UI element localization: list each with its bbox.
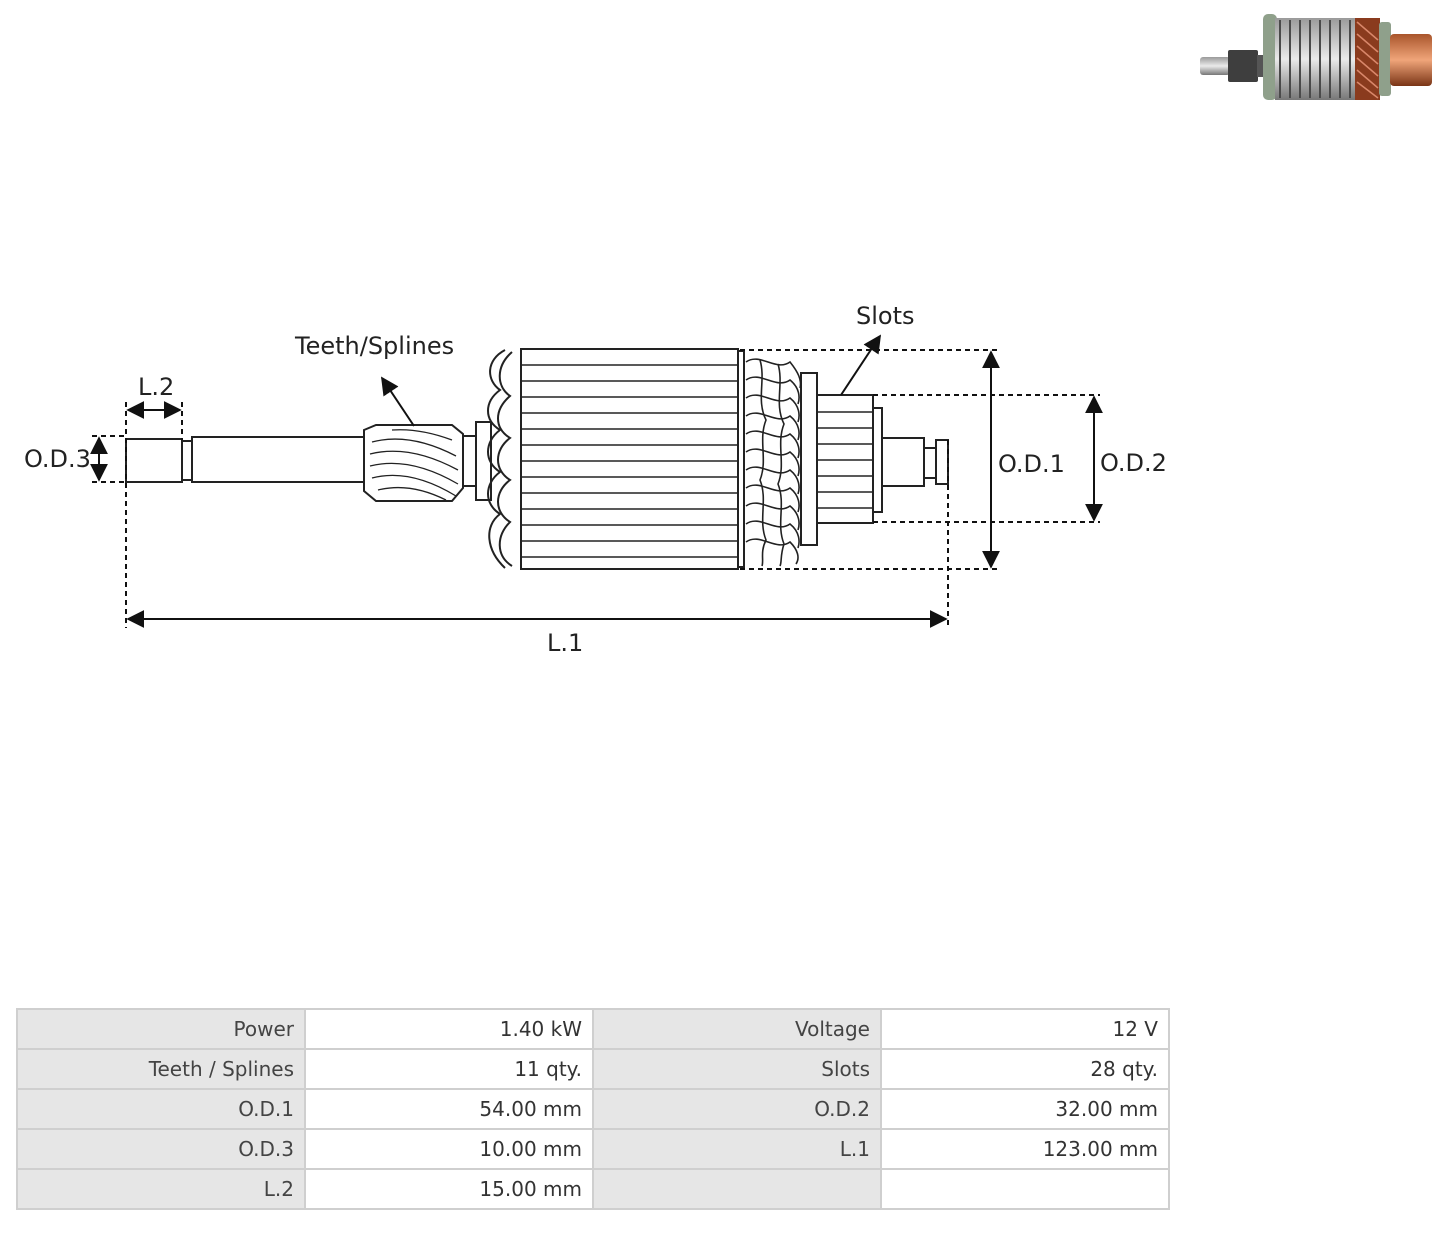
spec-value: 12 V [880, 1008, 1170, 1050]
table-row: L.2 15.00 mm [16, 1168, 1170, 1210]
spline-teeth-lines [369, 429, 459, 501]
spec-label: Power [16, 1008, 306, 1050]
table-row: O.D.3 10.00 mm L.1 123.00 mm [16, 1128, 1170, 1170]
dimension-extension-lines [92, 349, 1100, 628]
spec-value: 11 qty. [304, 1048, 594, 1090]
spec-label: O.D.1 [16, 1088, 306, 1130]
spec-label: Slots [592, 1048, 882, 1090]
commutator-segment-lines [817, 411, 873, 509]
spec-value: 10.00 mm [304, 1128, 594, 1170]
spec-value: 1.40 kW [304, 1008, 594, 1050]
od2-label: O.D.2 [1100, 449, 1167, 477]
specification-table: Power 1.40 kW Voltage 12 V Teeth / Splin… [16, 1008, 1170, 1210]
spec-value: 54.00 mm [304, 1088, 594, 1130]
table-row: Teeth / Splines 11 qty. Slots 28 qty. [16, 1048, 1170, 1090]
spec-label: L.1 [592, 1128, 882, 1170]
core-lamination-lines [521, 364, 738, 558]
spec-label: O.D.2 [592, 1088, 882, 1130]
l2-label: L.2 [138, 373, 174, 401]
spec-value: 123.00 mm [880, 1128, 1170, 1170]
l1-label: L.1 [547, 629, 583, 657]
dimension-arrows [90, 334, 1103, 628]
table-row: Power 1.40 kW Voltage 12 V [16, 1008, 1170, 1050]
slots-label: Slots [856, 302, 915, 330]
table-row: O.D.1 54.00 mm O.D.2 32.00 mm [16, 1088, 1170, 1130]
spec-label [592, 1168, 882, 1210]
armature-outline [125, 348, 949, 570]
spec-label: Voltage [592, 1008, 882, 1050]
armature-thumbnail-image [1200, 14, 1432, 100]
od3-label: O.D.3 [24, 445, 91, 473]
spec-value: 15.00 mm [304, 1168, 594, 1210]
od1-label: O.D.1 [998, 450, 1065, 478]
teeth-splines-label: Teeth/Splines [294, 332, 454, 360]
spec-label: L.2 [16, 1168, 306, 1210]
spec-value: 28 qty. [880, 1048, 1170, 1090]
spec-label: O.D.3 [16, 1128, 306, 1170]
spec-value [880, 1168, 1170, 1210]
spec-label: Teeth / Splines [16, 1048, 306, 1090]
rear-winding-lines [745, 358, 802, 567]
spec-value: 32.00 mm [880, 1088, 1170, 1130]
